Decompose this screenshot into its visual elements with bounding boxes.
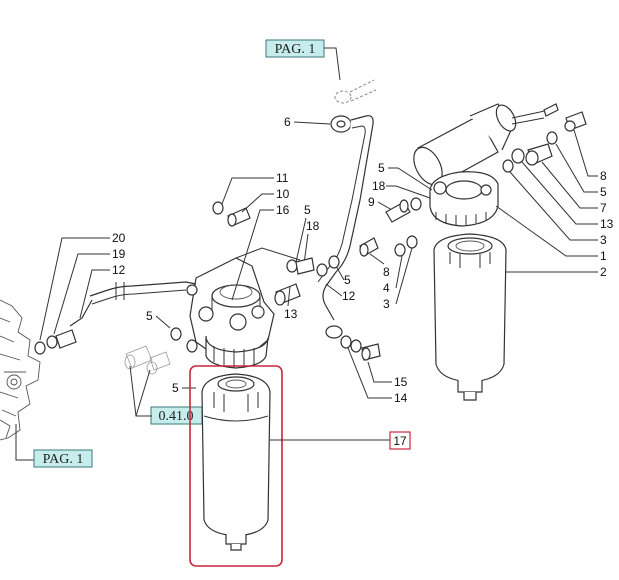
callout-8-right: 8 — [600, 169, 607, 183]
callout-10: 10 — [276, 187, 290, 201]
callout-13-right: 13 — [600, 217, 614, 231]
washer-5-pipe — [316, 255, 340, 277]
washer-5-left — [170, 327, 198, 353]
left-filter-head — [186, 257, 275, 369]
callout-11: 11 — [276, 171, 289, 185]
bolt-16 — [227, 207, 251, 227]
callout-5-left: 5 — [146, 309, 153, 323]
callout-2: 2 — [600, 265, 607, 279]
callout-16: 16 — [276, 203, 290, 217]
callout-3-mid: 3 — [383, 297, 390, 311]
hose-fitting-13 — [274, 283, 301, 306]
bolt-8-mid — [359, 237, 379, 257]
callout-12-left: 12 — [112, 263, 126, 277]
ref-0410-label: 0.41.0 — [159, 409, 194, 424]
ref-pag1-top-label: PAG. 1 — [275, 42, 316, 57]
callout-5-mid: 5 — [304, 203, 311, 217]
callout-4: 4 — [383, 281, 390, 295]
engine-block-fragment — [0, 299, 41, 441]
callout-8-mid: 8 — [383, 265, 390, 279]
banjo-bolt-8 — [564, 111, 587, 132]
ref-pag1-bottom-label: PAG. 1 — [43, 452, 84, 467]
callout-5-pipe: 5 — [344, 273, 351, 287]
callout-14: 14 — [394, 391, 408, 405]
callout-17-box[interactable]: 17 — [389, 431, 411, 450]
washer-5-head — [410, 197, 422, 211]
oring-3-mid — [406, 235, 418, 249]
callout-7: 7 — [600, 201, 607, 215]
callout-5-head: 5 — [378, 161, 385, 175]
callout-18-mid: 18 — [306, 219, 320, 233]
callout-1: 1 — [600, 249, 607, 263]
washer-20 — [34, 341, 46, 355]
fuel-pipe-6 — [317, 115, 374, 321]
callout-3-right: 3 — [600, 233, 607, 247]
fitting-18-mid — [286, 257, 315, 275]
callout-13-mid: 13 — [284, 307, 298, 321]
ref-pag1-bottom[interactable]: PAG. 1 — [33, 449, 93, 468]
callout-17: 17 — [393, 434, 407, 448]
washer-10 — [212, 201, 224, 215]
ref-pag1-top[interactable]: PAG. 1 — [265, 39, 325, 58]
callout-5-filter: 5 — [172, 381, 179, 395]
callout-9: 9 — [368, 195, 375, 209]
washer-4 — [394, 243, 406, 257]
right-filter-assembly — [413, 103, 559, 401]
oring-3-right — [502, 159, 514, 173]
callout-19: 19 — [112, 247, 126, 261]
highlight-frame-17 — [189, 365, 283, 567]
callout-15: 15 — [394, 375, 408, 389]
washer-13-right — [511, 148, 525, 164]
heater-fittings — [124, 345, 171, 375]
callout-5-right: 5 — [600, 185, 607, 199]
bolt-9 — [385, 199, 411, 223]
callout-20: 20 — [112, 231, 126, 245]
washer-5-right — [546, 131, 558, 145]
ghost-banjo-fitting — [334, 79, 377, 104]
callout-12-pipe: 12 — [342, 289, 356, 303]
fuel-filter-17[interactable] — [201, 373, 271, 551]
fuel-hose-12 — [69, 281, 197, 327]
banjo-lower-pipe — [325, 325, 381, 361]
banjo-fitting-7 — [525, 143, 553, 166]
ref-0410[interactable]: 0.41.0 — [150, 406, 203, 425]
callout-6: 6 — [284, 115, 291, 129]
banjo-19 — [46, 329, 77, 349]
callout-18-head: 18 — [372, 179, 386, 193]
